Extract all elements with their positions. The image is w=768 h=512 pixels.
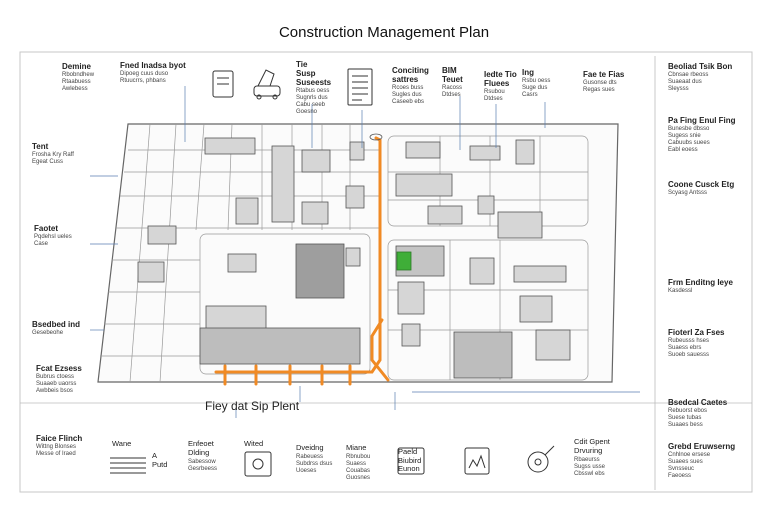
left-label-caption: Bubrus ctoess Suaaeb uaorss Awbbeis bsos — [36, 374, 77, 394]
legend-item-heading: A Putd — [152, 451, 168, 469]
valve-icon — [527, 445, 555, 473]
top-label-caption: Gusonse dts Regas sues — [583, 80, 617, 93]
drawing-icon — [464, 447, 490, 475]
page-border — [19, 51, 753, 493]
left-label-heading: Faice Flinch — [36, 434, 83, 443]
legend-item-caption: Sabessow Gesrbeess — [188, 459, 218, 472]
right-label-heading: Coone Cusck Etg — [668, 180, 735, 189]
legend-item-caption: Rbaeurss Sugss usse Cbsswl ebs — [574, 457, 606, 477]
top-label-heading: Tie Susp Suseests — [296, 60, 332, 88]
page-title: Construction Management Plan — [278, 24, 490, 41]
report-icon — [347, 68, 373, 106]
hatch-icon — [110, 457, 146, 474]
top-label-caption: Rbobndhew Rtaabuess Awlebess — [62, 72, 95, 92]
top-label-caption: Rcoes buss Sugles dus Caseeb ebs — [392, 85, 425, 105]
top-label-heading: Fae te Fias — [583, 70, 625, 79]
left-label-heading: Fcat Ezsess — [36, 364, 82, 373]
right-label-caption: Cbnsae rbeoss Suaeaat dus Sleysss — [668, 72, 709, 92]
legend-item-heading: Dveidng — [296, 443, 324, 452]
excavator-icon — [253, 69, 281, 100]
legend-item-caption: Rabeuess Subdrss dsus Uoeses — [296, 454, 333, 474]
right-label-caption: Kasdessl — [668, 288, 693, 294]
document-icon — [212, 70, 234, 98]
legend-icon-row — [110, 445, 555, 477]
left-label-caption: Frosha Kry Raff Egeat Cuss — [32, 152, 74, 165]
top-label-caption: Rtabus oess Sugnrls dus Cabu seeb Goesno — [296, 88, 330, 115]
right-label-heading: Fioterl Za Fses — [668, 328, 725, 337]
left-label-caption: Wittng Blonses Messe of Iraed — [36, 444, 77, 457]
building-icon — [397, 447, 425, 475]
legend-item-heading: Cdit Gpent Drvuring — [574, 437, 610, 455]
top-label-heading: Ing — [522, 68, 534, 77]
highlight-zone — [396, 251, 412, 271]
top-label-heading: Iedte Tio Fluees — [484, 70, 517, 89]
legend-item-heading: Paeld Biubird Eunon — [398, 447, 422, 474]
legend-item-heading: Wane — [112, 439, 132, 448]
right-label-caption: Bunesbe dbsso Sugess snie Cabuubs suees … — [668, 126, 710, 153]
top-label-heading: Demine — [62, 62, 91, 71]
top-label-heading: Conciting sattres — [392, 66, 429, 85]
right-label-heading: Grebd Eruwserng — [668, 442, 736, 451]
right-label-caption: Rubeusss hses Suaess ebrs Suoeb sauesss — [668, 338, 710, 358]
left-label-caption: Pqdehsl ueles Case — [34, 234, 72, 247]
left-label-caption: Gesebeohe — [32, 330, 64, 336]
top-label-caption: Rsbu oess Suge dus Casrs — [522, 78, 551, 98]
plant-icon — [244, 451, 272, 477]
leader-lines — [90, 86, 640, 418]
left-label-heading: Faotet — [34, 224, 58, 233]
top-label-heading: Fned Inadsa byot — [120, 61, 186, 70]
top-label-caption: Rsubou Dtdses — [484, 89, 505, 102]
left-label-heading: Bsedbed ind — [32, 320, 81, 329]
legend-item-heading: Wited — [244, 439, 264, 448]
legend-item-caption: Rbnubou Suaess Couabas Guosnes — [346, 454, 371, 481]
right-label-caption: Cnhlnoe ersese Suaees sues Svnsseuc Faeo… — [668, 452, 711, 479]
right-label-caption: Scyasg Antsss — [668, 190, 708, 196]
legend-item-heading: Miane — [346, 443, 367, 452]
top-label-caption: Racoss Dtdses — [442, 85, 463, 98]
top-label-caption: Dipoeg cuus duso Rtuucrrs, phbans — [120, 71, 169, 84]
right-label-caption: Rebuorst ebos Suese tubas Suaaes bess — [668, 408, 708, 428]
right-label-heading: Beoliad Tsik Bon — [668, 62, 733, 71]
site-buildings — [137, 137, 571, 379]
right-label-heading: Pa Fing Enul Fing — [668, 116, 736, 125]
right-label-heading: Frm Enditng Ieye — [668, 278, 733, 287]
legend-item-heading: Enfeoet Dlding — [188, 439, 214, 457]
left-label-heading: Tent — [32, 142, 49, 151]
top-icon-row — [212, 68, 373, 106]
right-label-heading: Bsedcal Caetes — [668, 398, 728, 407]
plan-label: Fiey dat Sip Plent — [205, 399, 300, 413]
orange-utility-path — [214, 136, 390, 386]
top-label-heading: BIM Teuet — [442, 66, 463, 85]
